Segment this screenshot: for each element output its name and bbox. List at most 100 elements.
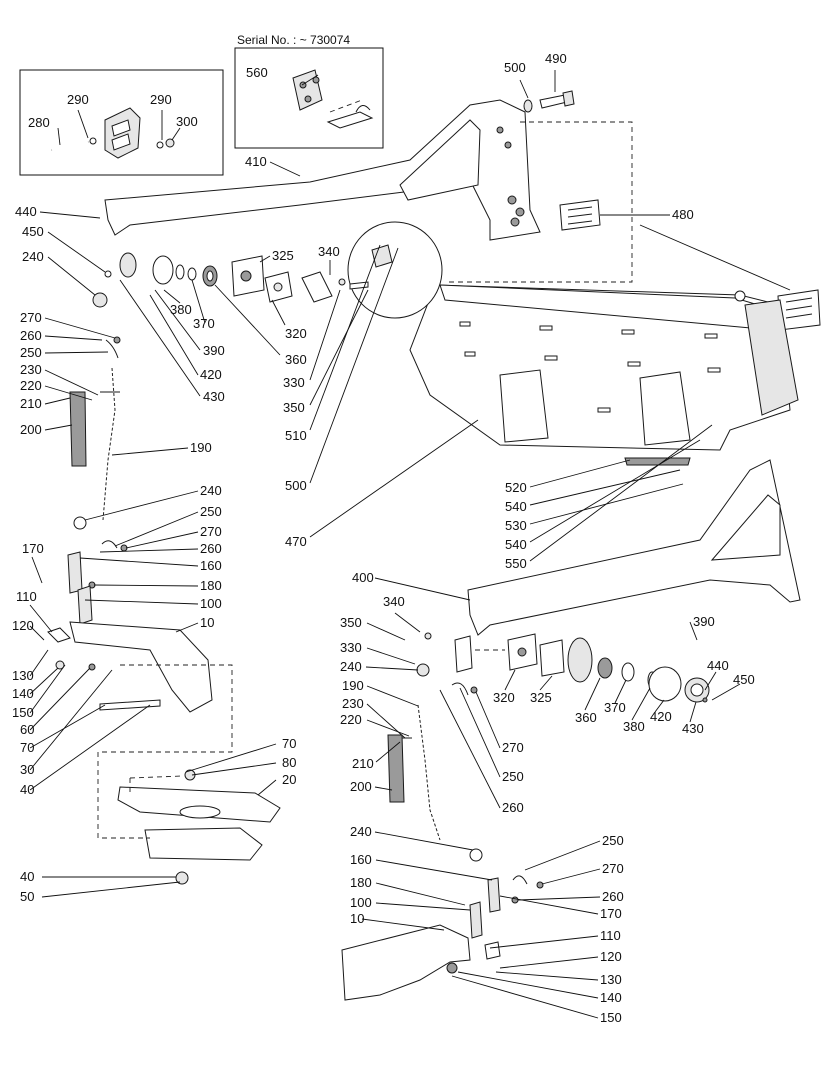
callout-40: 40 — [20, 782, 34, 797]
upper-hub-assembly — [92, 252, 369, 393]
callout-560: 560 — [246, 65, 268, 80]
callout-480: 480 — [672, 207, 694, 222]
dashed-guides — [97, 121, 633, 839]
callout-440: 440 — [707, 658, 729, 673]
left-hitch-parts — [47, 516, 161, 711]
nut-detail — [371, 244, 393, 268]
callout-240: 240 — [350, 824, 372, 839]
callout-70: 70 — [20, 740, 34, 755]
callout-120: 120 — [12, 618, 34, 633]
callout-100: 100 — [350, 895, 372, 910]
strap-200-upper — [69, 391, 87, 467]
callout-470: 470 — [285, 534, 307, 549]
callout-150: 150 — [12, 705, 34, 720]
callout-10: 10 — [350, 911, 364, 926]
callout-200: 200 — [20, 422, 42, 437]
callout-500: 500 — [504, 60, 526, 75]
callout-80: 80 — [282, 755, 296, 770]
callout-270: 270 — [602, 861, 624, 876]
callout-110: 110 — [600, 928, 621, 943]
callout-20: 20 — [282, 772, 296, 787]
callout-140: 140 — [600, 990, 622, 1005]
callout-410: 410 — [245, 154, 267, 169]
callout-110: 110 — [16, 589, 37, 604]
callout-240: 240 — [200, 483, 222, 498]
callout-250: 250 — [200, 504, 222, 519]
callout-labels: 560 500 490 290 290 280 300 410 480 440 … — [12, 51, 755, 1025]
callout-340: 340 — [318, 244, 340, 259]
callout-300: 300 — [176, 114, 198, 129]
callout-390: 390 — [693, 614, 715, 629]
lower-hub-assembly — [400, 632, 710, 739]
callout-230: 230 — [20, 362, 42, 377]
leader-lines — [29, 70, 791, 1019]
callout-270: 270 — [200, 524, 222, 539]
callout-220: 220 — [340, 712, 362, 727]
callout-260: 260 — [20, 328, 42, 343]
callout-490: 490 — [545, 51, 567, 66]
callout-500: 500 — [285, 478, 307, 493]
callout-240: 240 — [340, 659, 362, 674]
callout-150: 150 — [600, 1010, 622, 1025]
callout-350: 350 — [283, 400, 305, 415]
callout-130: 130 — [600, 972, 622, 987]
callout-260: 260 — [502, 800, 524, 815]
callout-330: 330 — [340, 640, 362, 655]
lower-frame-400 — [467, 459, 801, 636]
callout-130: 130 — [12, 668, 34, 683]
callout-420: 420 — [650, 709, 672, 724]
callout-10: 10 — [200, 615, 214, 630]
callout-320: 320 — [493, 690, 515, 705]
upper-frame-410 — [104, 99, 541, 241]
callout-380: 380 — [170, 302, 192, 317]
chain-190-lower — [417, 704, 441, 841]
callout-120: 120 — [600, 949, 622, 964]
callout-260: 260 — [200, 541, 222, 556]
bracket-10-right — [341, 924, 471, 1001]
callout-290: 290 — [150, 92, 172, 107]
callout-200: 200 — [350, 779, 372, 794]
callout-180: 180 — [200, 578, 222, 593]
callout-390: 390 — [203, 343, 225, 358]
callout-170: 170 — [600, 906, 622, 921]
callout-230: 230 — [342, 696, 364, 711]
bolt-490-washer-500 — [523, 90, 575, 113]
callout-440: 440 — [15, 204, 37, 219]
right-hitch-parts — [446, 848, 544, 974]
callout-370: 370 — [193, 316, 215, 331]
callout-400: 400 — [352, 570, 374, 585]
callout-170: 170 — [22, 541, 44, 556]
serial-number-label: Serial No. : ~ 730074 — [237, 33, 350, 47]
callout-330: 330 — [283, 375, 305, 390]
callout-530: 530 — [505, 518, 527, 533]
callout-210: 210 — [20, 396, 42, 411]
callout-325: 325 — [530, 690, 552, 705]
callout-250: 250 — [502, 769, 524, 784]
callout-30: 30 — [20, 762, 34, 777]
callout-50: 50 — [20, 889, 34, 904]
callout-430: 430 — [203, 389, 225, 404]
detail-inset-serial-bracket: Serial No. : ~ 730074 — [234, 33, 384, 149]
callout-250: 250 — [602, 833, 624, 848]
detail-inset-bolt-bracket — [19, 69, 224, 176]
callout-325: 325 — [272, 248, 294, 263]
callout-540: 540 — [505, 499, 527, 514]
callout-510: 510 — [285, 428, 307, 443]
callout-40: 40 — [20, 869, 34, 884]
callout-370: 370 — [604, 700, 626, 715]
chain-190-upper — [102, 367, 116, 521]
circle-detail-510 — [347, 221, 443, 319]
callout-420: 420 — [200, 367, 222, 382]
callout-270: 270 — [502, 740, 524, 755]
large-frame-470 — [409, 284, 799, 466]
callout-70: 70 — [282, 736, 296, 751]
callout-60: 60 — [20, 722, 34, 737]
callout-190: 190 — [190, 440, 212, 455]
callout-380: 380 — [623, 719, 645, 734]
callout-360: 360 — [575, 710, 597, 725]
callout-450: 450 — [733, 672, 755, 687]
callout-160: 160 — [350, 852, 372, 867]
callout-430: 430 — [682, 721, 704, 736]
callout-290: 290 — [67, 92, 89, 107]
